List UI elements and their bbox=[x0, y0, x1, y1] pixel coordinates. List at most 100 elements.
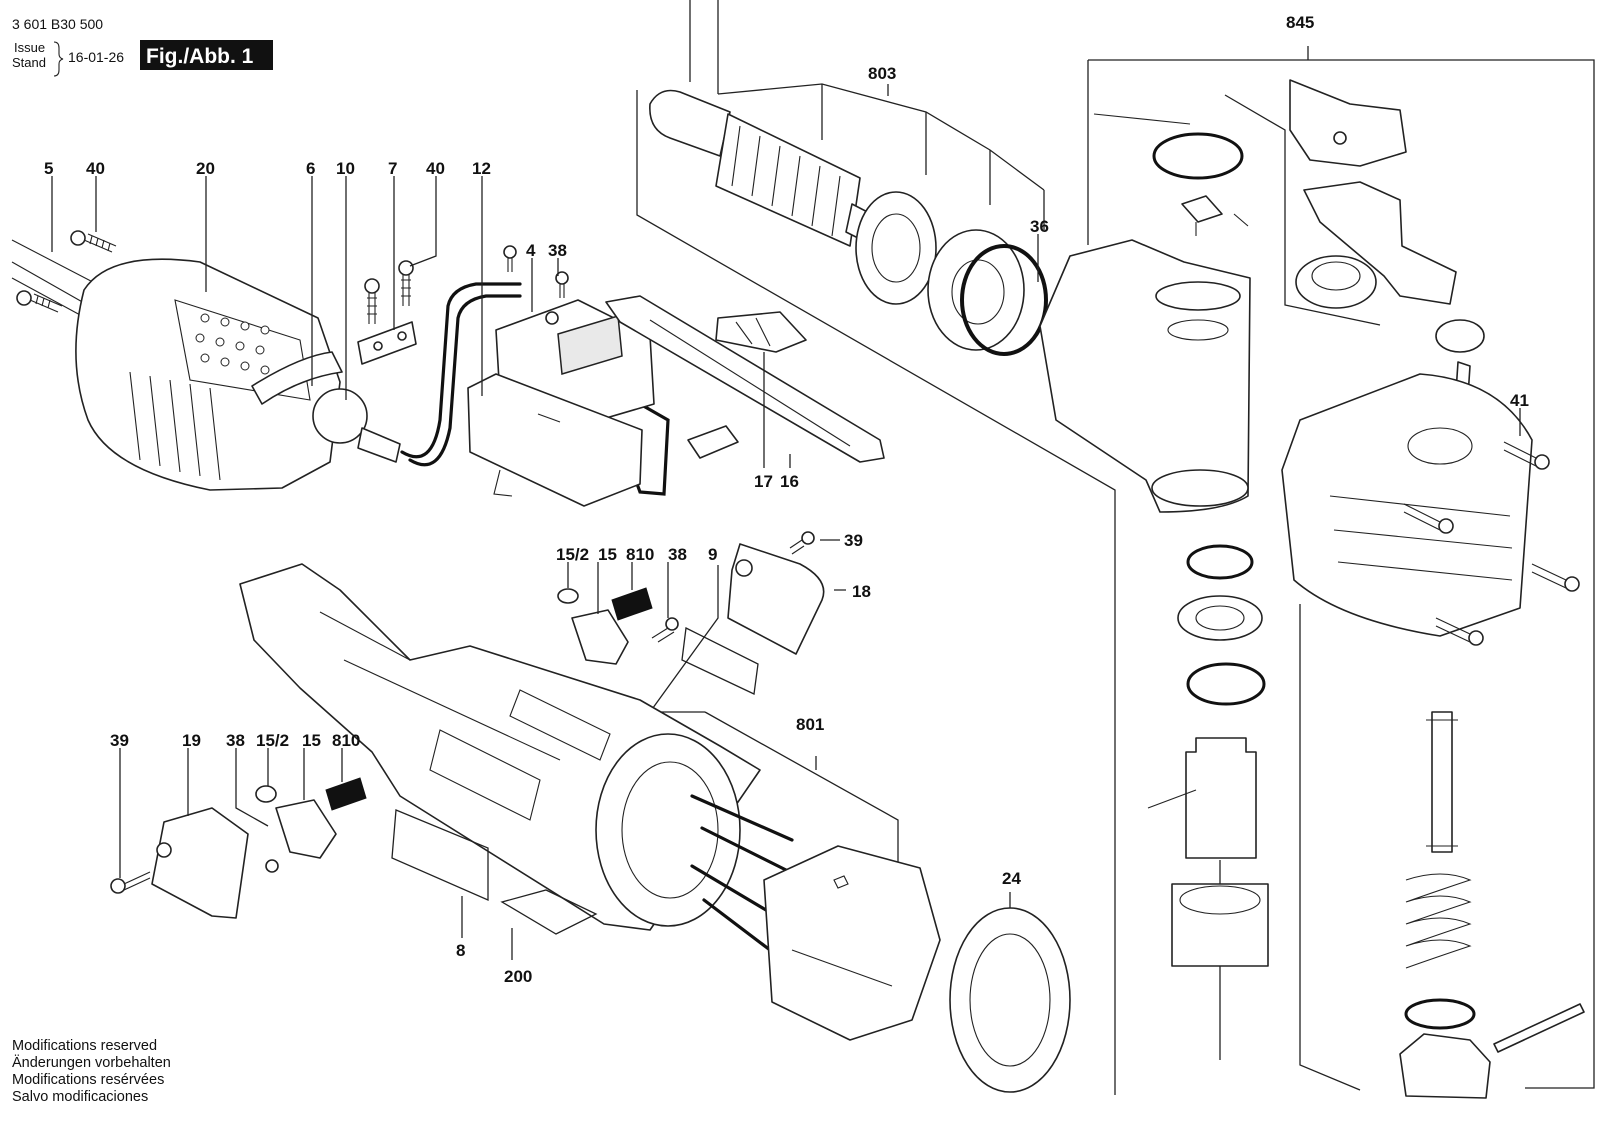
ref-38-a: 38 bbox=[548, 241, 567, 260]
end-cap-24 bbox=[949, 907, 1071, 1093]
reference-numbers: 5 40 20 6 10 7 40 12 4 38 17 16 803 36 8… bbox=[44, 13, 1529, 986]
ref-9: 9 bbox=[708, 545, 717, 564]
screw-clamp bbox=[364, 278, 380, 324]
issue-date: 16-01-26 bbox=[68, 49, 124, 65]
screw-38d bbox=[651, 617, 679, 643]
bracket-803-top bbox=[717, 83, 1045, 191]
tension-spring bbox=[1093, 113, 1249, 236]
label-plate-9 bbox=[681, 627, 759, 695]
ref-810-b: 810 bbox=[332, 731, 360, 750]
screw-40a bbox=[70, 230, 117, 253]
ref-10: 10 bbox=[336, 159, 355, 178]
note-line-es: Salvo modificaciones bbox=[12, 1089, 148, 1105]
pin bbox=[1493, 1003, 1585, 1053]
switch-housing-12 bbox=[467, 373, 643, 507]
brush-spring-15-2a bbox=[557, 588, 579, 604]
ref-16: 16 bbox=[780, 472, 799, 491]
motor-housing-ring bbox=[595, 733, 741, 927]
screw-40b bbox=[16, 290, 63, 313]
ref-4: 4 bbox=[526, 241, 536, 260]
ref-15-a: 15 bbox=[598, 545, 617, 564]
gear-housing bbox=[1039, 239, 1251, 513]
fan-impeller bbox=[855, 191, 937, 305]
carbon-brush-810b bbox=[325, 777, 367, 811]
field-coil-801 bbox=[690, 794, 941, 1041]
ref-18: 18 bbox=[852, 582, 871, 601]
eccentric-fork bbox=[1426, 711, 1458, 853]
ref-803: 803 bbox=[868, 64, 896, 83]
screw-38e bbox=[265, 859, 279, 873]
note-line-de: Änderungen vorbehalten bbox=[12, 1054, 171, 1071]
pad-block bbox=[687, 425, 739, 459]
screw-38b bbox=[555, 271, 569, 298]
label-200 bbox=[500, 889, 598, 935]
ref-8: 8 bbox=[456, 941, 465, 960]
ref-810-a: 810 bbox=[626, 545, 654, 564]
screw-40c bbox=[398, 260, 414, 306]
carbon-brush-810a bbox=[611, 587, 653, 621]
brush-cover-19 bbox=[151, 807, 249, 919]
slider-17 bbox=[715, 311, 807, 353]
circlip-top bbox=[1186, 544, 1254, 580]
ref-15-2-b: 15/2 bbox=[256, 731, 289, 750]
rear-cover-20 bbox=[75, 258, 341, 491]
ref-17: 17 bbox=[754, 472, 773, 491]
ref-5: 5 bbox=[44, 159, 53, 178]
switch-rod-16 bbox=[605, 295, 885, 463]
stand-label: Stand bbox=[12, 55, 46, 70]
ref-38-c: 38 bbox=[226, 731, 245, 750]
ref-36: 36 bbox=[1030, 217, 1049, 236]
bracket-803-legs bbox=[689, 0, 1045, 230]
brush-holder-15b bbox=[275, 799, 337, 859]
o-ring bbox=[960, 244, 1048, 356]
rating-plate-8 bbox=[391, 809, 489, 901]
label-leaders bbox=[51, 176, 1521, 960]
leader-spring-group bbox=[1224, 94, 1381, 326]
ref-39-b: 39 bbox=[110, 731, 129, 750]
screw-front-a bbox=[1403, 503, 1454, 534]
clamp-7 bbox=[357, 321, 417, 365]
cable-sleeve-10 bbox=[312, 388, 401, 463]
compression-spring bbox=[1405, 873, 1472, 969]
ref-20: 20 bbox=[196, 159, 215, 178]
screw-front-b bbox=[1531, 563, 1580, 592]
leader-eccentric-group bbox=[1299, 604, 1361, 1091]
ref-7: 7 bbox=[388, 159, 397, 178]
ref-15-b: 15 bbox=[302, 731, 321, 750]
brush-cover-18 bbox=[727, 543, 825, 655]
figure-label-box bbox=[140, 40, 273, 70]
screw-38a bbox=[503, 245, 517, 272]
ref-38-b: 38 bbox=[668, 545, 687, 564]
ref-40-a: 40 bbox=[86, 159, 105, 178]
ref-6: 6 bbox=[306, 159, 315, 178]
figure-label: Fig./Abb. 1 bbox=[146, 45, 254, 68]
ref-801: 801 bbox=[796, 715, 824, 734]
note-line-en: Modifications reserved bbox=[12, 1038, 157, 1054]
release-lever bbox=[1289, 79, 1457, 309]
flange-nut bbox=[1399, 1033, 1491, 1099]
bracket-801 bbox=[704, 711, 899, 875]
modifications-note: Modifications reserved Änderungen vorbeh… bbox=[12, 1038, 171, 1105]
ref-12: 12 bbox=[472, 159, 491, 178]
issue-brace bbox=[53, 41, 64, 77]
ref-39-a: 39 bbox=[844, 531, 863, 550]
screw-41 bbox=[1503, 441, 1550, 470]
screw-front-c bbox=[1435, 617, 1484, 646]
document-number: 3 601 B30 500 bbox=[12, 16, 103, 32]
note-line-fr: Modifications resérvées bbox=[12, 1072, 164, 1088]
ref-24: 24 bbox=[1002, 869, 1021, 888]
ref-40-b: 40 bbox=[426, 159, 445, 178]
grommet-6 bbox=[251, 351, 343, 405]
screw-39a bbox=[789, 531, 815, 555]
brush-spring-15-2b bbox=[255, 785, 277, 803]
retaining-ring bbox=[1404, 998, 1476, 1030]
ref-41: 41 bbox=[1510, 391, 1529, 410]
ref-19: 19 bbox=[182, 731, 201, 750]
ref-845: 845 bbox=[1286, 13, 1314, 32]
ball-bearing bbox=[1177, 595, 1263, 641]
ref-200: 200 bbox=[504, 967, 532, 986]
leader-armature-to-housing bbox=[636, 90, 1116, 1095]
circlip-mid bbox=[1186, 662, 1266, 706]
spindle bbox=[1147, 737, 1257, 859]
